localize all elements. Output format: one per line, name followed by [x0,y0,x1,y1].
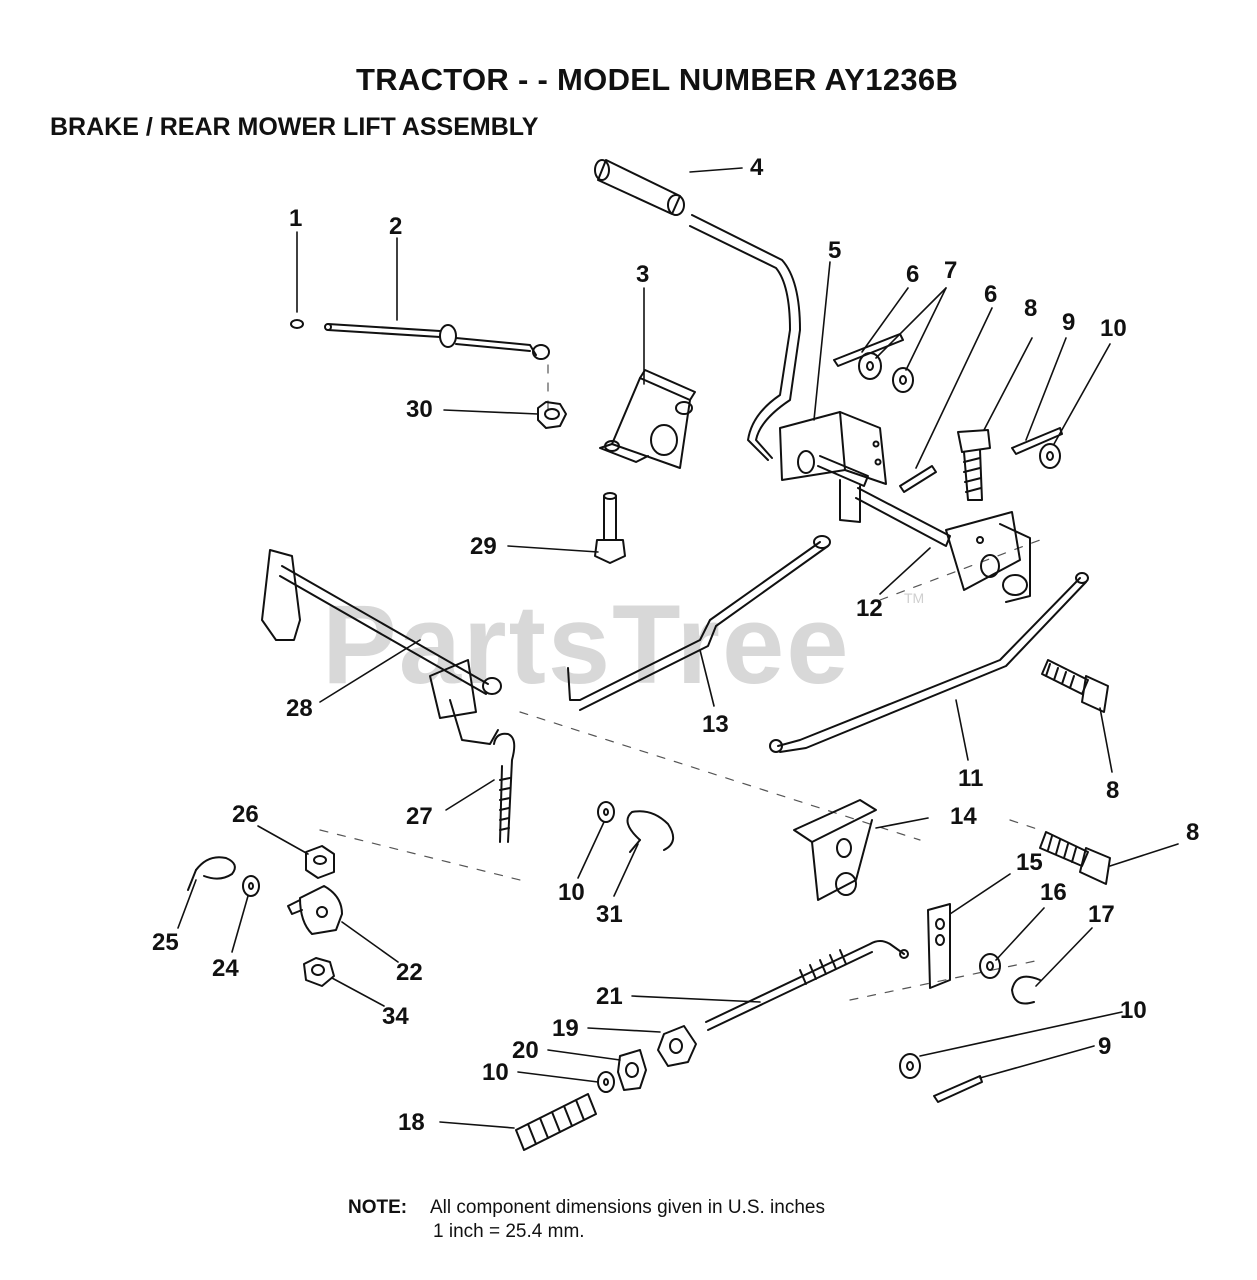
callout-6-upper: 6 [906,261,919,288]
callout-28: 28 [286,695,313,722]
partstree-watermark: PartsTree [322,582,851,707]
page-title: TRACTOR - - MODEL NUMBER AY1236B [356,62,959,97]
part-29-bolt [594,492,626,564]
callout-1: 1 [289,205,302,232]
callout-25: 25 [152,929,179,956]
callout-8-upper: 8 [1024,295,1037,322]
callout-27: 27 [406,803,433,830]
part-9-pin-upper [1011,427,1063,455]
part-8-bolt-lower [1039,831,1111,885]
part-13-rod [567,535,831,711]
part-8-bolt-middle [1041,659,1109,713]
assembly-subtitle: BRAKE / REAR MOWER LIFT ASSEMBLY [50,113,539,141]
leader-lines [177,167,1179,1129]
part-6-cotter-pin [833,333,904,367]
part-3-bracket [599,369,696,469]
callout-10-right: 10 [1120,997,1147,1024]
part-24-washer [242,875,260,897]
dimension-note: NOTE: All component dimensions given in U… [348,1196,825,1244]
callout-9-lower: 9 [1098,1033,1111,1060]
callout-8-middle: 8 [1106,777,1119,804]
callout-10-upper: 10 [1100,315,1127,342]
part-31-hair-pin [626,810,675,853]
part-34-locknut [303,957,335,987]
callout-21: 21 [596,983,623,1010]
callout-34: 34 [382,1003,409,1030]
note-line-2: 1 inch = 25.4 mm. [433,1221,585,1242]
callout-14: 14 [950,803,977,830]
part-15-plate [927,903,951,989]
part-4-handle-grip [594,159,685,216]
part-19-nut [657,1025,697,1067]
part-8-bolt-upper [957,429,991,501]
part-26-nut [305,845,335,879]
part-10-washer-middle [597,801,615,823]
part-18-spring [515,1093,597,1151]
part-1-pin [290,319,304,329]
callout-29: 29 [470,533,497,560]
part-30-nut [537,401,567,429]
callout-22: 22 [396,959,423,986]
callout-2: 2 [389,213,402,240]
watermark-trademark: TM [904,590,925,606]
part-10-washer-upper [1039,443,1061,469]
callout-11: 11 [958,765,983,792]
alignment-lines [319,364,1041,1001]
part-17-e-clip [1011,975,1041,1005]
note-line-1: All component dimensions given in U.S. i… [430,1197,825,1218]
part-9-pin-lower [933,1075,983,1103]
part-10-washer-right [899,1053,921,1079]
note-label: NOTE: [348,1197,408,1218]
part-16-washer [979,953,1001,979]
callout-31: 31 [596,901,623,928]
callout-6-lower: 6 [984,281,997,308]
callout-8-lower: 8 [1186,819,1199,846]
part-2-brake-rod [324,323,550,360]
part-6-cotter-pin-2 [899,465,937,493]
part-25-clip [187,856,236,891]
callout-20: 20 [512,1037,539,1064]
callout-labels: 1 2 3 4 5 6 7 6 8 9 10 30 29 28 12 13 11… [152,154,1199,1136]
callout-10-lower: 10 [482,1059,509,1086]
part-12-lift-shaft [855,487,1031,603]
callout-30: 30 [406,396,433,423]
callout-5: 5 [828,237,841,264]
part-11-rod [769,572,1089,753]
callout-9-upper: 9 [1062,309,1075,336]
callout-10-middle: 10 [558,879,585,906]
callout-13: 13 [702,711,729,738]
callout-4: 4 [750,154,764,181]
callout-12: 12 [856,595,883,622]
part-28-rear-shaft [261,549,502,745]
part-14-bracket [793,799,877,901]
callout-17: 17 [1088,901,1115,928]
part-20-nut [617,1049,647,1091]
callout-24: 24 [212,955,239,982]
part-7-washers [858,352,914,393]
part-5-lift-lever [689,214,887,523]
part-27-threaded-hook [493,732,516,843]
part-10-washer-lower [597,1071,615,1093]
callout-19: 19 [552,1015,579,1042]
callout-18: 18 [398,1109,425,1136]
callout-15: 15 [1016,849,1043,876]
callout-16: 16 [1040,879,1067,906]
part-22-swivel [287,885,343,935]
part-21-threaded-rod [705,940,909,1031]
callout-26: 26 [232,801,259,828]
callout-7: 7 [944,257,957,284]
callout-3: 3 [636,261,649,288]
